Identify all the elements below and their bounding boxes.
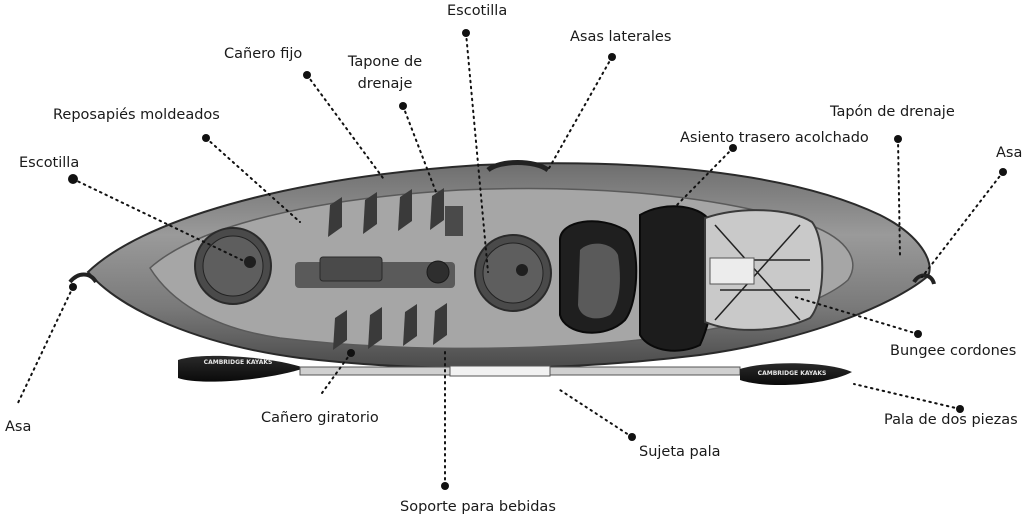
paddle-brand-right: CAMBRIDGE KAYAKS xyxy=(758,370,827,377)
label-canero-giratorio: Cañero giratorio xyxy=(261,410,379,426)
leader-dots xyxy=(68,29,1007,490)
center-hatch xyxy=(474,234,552,312)
bungee-cords xyxy=(714,224,810,321)
label-sujeta-pala: Sujeta pala xyxy=(639,444,721,460)
padded-seat xyxy=(559,205,717,352)
label-asa-right: Asa xyxy=(996,145,1023,161)
side-carry-handle xyxy=(486,160,550,173)
paddle-brand-left: CAMBRIDGE KAYAKS xyxy=(204,359,273,366)
label-tapone-drenaje: Tapone de drenaje xyxy=(347,54,423,92)
rear-tank-well xyxy=(704,209,824,331)
label-bungee: Bungee cordones xyxy=(890,343,1017,359)
label-pala-dos-piezas: Pala de dos piezas xyxy=(884,412,1018,428)
front-hatch xyxy=(194,227,272,305)
label-asa-left: Asa xyxy=(5,419,32,435)
label-asiento: Asiento trasero acolchado xyxy=(680,130,869,146)
bow-handle xyxy=(68,272,98,284)
stern-handle xyxy=(912,273,936,285)
two-piece-paddle xyxy=(178,355,852,386)
footrest-ridges-top xyxy=(328,188,463,237)
label-escotilla-top: Escotilla xyxy=(447,3,508,19)
label-canero-fijo: Cañero fijo xyxy=(224,46,303,62)
leader-lines xyxy=(16,32,1004,487)
center-console xyxy=(295,256,455,288)
label-soporte-bebidas: Soporte para bebidas xyxy=(400,499,556,515)
footrest-ridges-bottom xyxy=(333,303,447,350)
label-asas-laterales: Asas laterales xyxy=(570,29,672,45)
label-escotilla-left: Escotilla xyxy=(19,155,80,171)
label-reposapies: Reposapiés moldeados xyxy=(53,107,220,123)
label-tapon-drenaje: Tapón de drenaje xyxy=(830,104,955,120)
